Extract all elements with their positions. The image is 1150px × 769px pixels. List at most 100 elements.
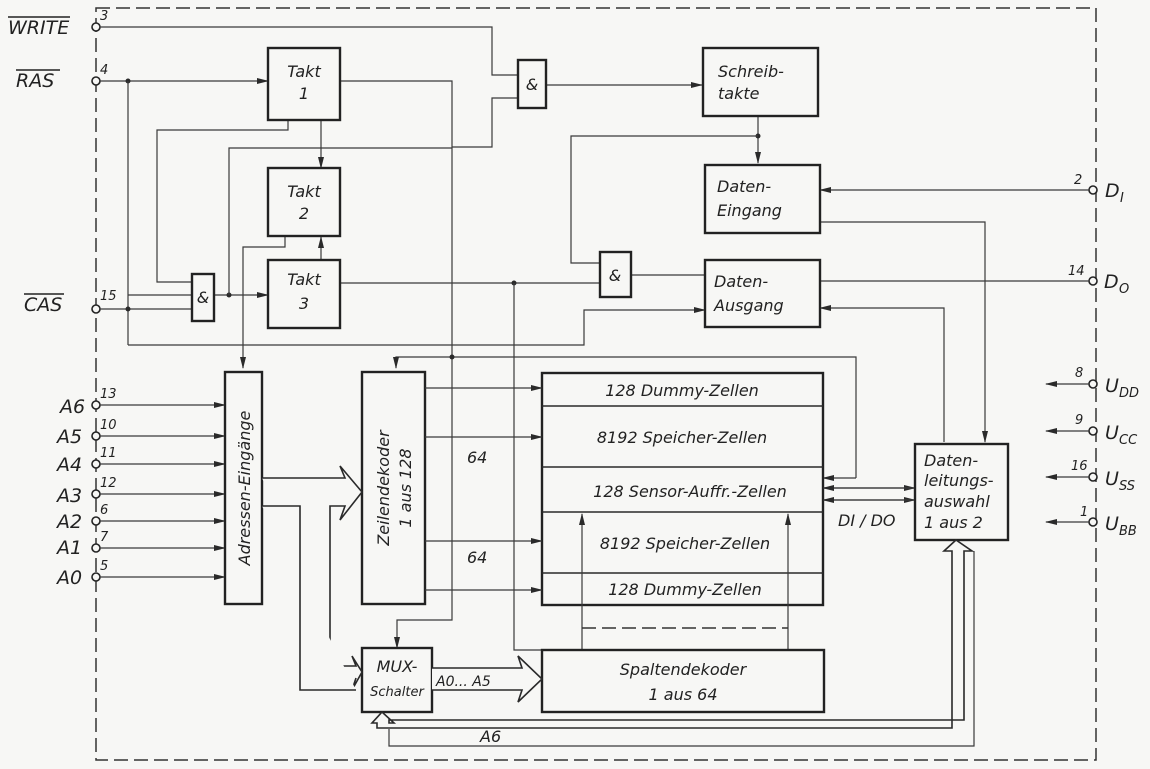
- pin-udd: 8 U DD: [1045, 366, 1139, 401]
- zeilendekoder-block: Zeilendekoder 1 aus 128: [360, 370, 427, 606]
- svg-text:A6: A6: [58, 396, 85, 418]
- svg-text:1: 1: [299, 84, 309, 103]
- svg-text:Schreib-: Schreib-: [718, 62, 784, 81]
- svg-text:Schalter: Schalter: [370, 685, 425, 700]
- svg-text:RAS: RAS: [16, 70, 54, 92]
- svg-text:16: 16: [1071, 459, 1088, 474]
- svg-text:7: 7: [100, 530, 109, 545]
- svg-text:CAS: CAS: [24, 294, 62, 316]
- daten-eingang-block: Daten- Eingang: [703, 163, 822, 235]
- svg-text:Spaltendekoder: Spaltendekoder: [620, 660, 748, 679]
- svg-text:15: 15: [100, 289, 117, 304]
- svg-text:MUX-: MUX-: [377, 657, 418, 676]
- svg-text:Takt: Takt: [287, 182, 321, 201]
- svg-text:U: U: [1105, 422, 1119, 444]
- schreibtakte-block: Schreib- takte: [701, 46, 820, 118]
- svg-text:CC: CC: [1119, 433, 1138, 448]
- pin-ras: RAS 4: [16, 63, 108, 92]
- svg-text:Takt: Takt: [287, 270, 321, 289]
- svg-text:3: 3: [299, 294, 309, 313]
- takt1-block: Takt 1: [266, 46, 342, 122]
- svg-text:8: 8: [1075, 366, 1083, 381]
- svg-text:D: D: [1105, 180, 1120, 202]
- svg-text:U: U: [1105, 513, 1119, 535]
- svg-text:Ausgang: Ausgang: [713, 296, 784, 315]
- memory-row-dummy-bottom: 128 Dummy-Zellen: [608, 580, 762, 599]
- pin-di: 2 D I: [1074, 173, 1124, 206]
- svg-text:A3: A3: [55, 485, 82, 507]
- svg-text:6: 6: [100, 503, 108, 518]
- svg-text:DD: DD: [1119, 386, 1139, 401]
- svg-text:SS: SS: [1119, 479, 1135, 494]
- a6-bus: A6: [370, 538, 975, 747]
- svg-text:DI / DO: DI / DO: [838, 511, 896, 530]
- pin-a0: A05: [55, 559, 108, 589]
- and-gate-cas: &: [190, 272, 216, 323]
- svg-text:A4: A4: [55, 454, 82, 476]
- svg-text:10: 10: [100, 418, 117, 433]
- svg-text:&: &: [609, 266, 621, 285]
- svg-text:13: 13: [100, 387, 117, 402]
- svg-text:Adressen-Eingänge: Adressen-Eingänge: [235, 410, 254, 566]
- svg-text:O: O: [1119, 282, 1129, 297]
- pin-ubb: 1 U BB: [1045, 505, 1137, 539]
- svg-text:1 aus 2: 1 aus 2: [924, 513, 983, 532]
- and-gate-output: &: [598, 250, 633, 299]
- svg-text:I: I: [1120, 191, 1124, 206]
- svg-text:9: 9: [1075, 413, 1083, 428]
- control-wires: [100, 26, 1089, 651]
- memory-array: 128 Dummy-Zellen 8192 Speicher-Zellen 12…: [540, 371, 825, 607]
- svg-text:64: 64: [467, 548, 487, 567]
- takt3-block: Takt 3: [266, 258, 342, 330]
- svg-text:takte: takte: [718, 84, 760, 103]
- svg-text:WRITE: WRITE: [8, 17, 69, 39]
- and-gate-write: &: [516, 58, 548, 110]
- svg-text:2: 2: [1074, 173, 1082, 188]
- svg-text:A0... A5: A0... A5: [435, 674, 491, 690]
- memory-row-dummy-top: 128 Dummy-Zellen: [605, 381, 759, 400]
- svg-text:A1: A1: [55, 537, 82, 559]
- svg-text:4: 4: [100, 63, 108, 78]
- address-bus: [262, 465, 364, 691]
- svg-text:3: 3: [100, 9, 108, 24]
- row-decoder-outputs: 64 64: [425, 385, 543, 593]
- svg-text:Zeilendekoder: Zeilendekoder: [374, 429, 393, 547]
- svg-text:auswahl: auswahl: [924, 492, 990, 511]
- svg-text:14: 14: [1068, 264, 1085, 279]
- svg-text:D: D: [1104, 271, 1119, 293]
- svg-text:1: 1: [1080, 505, 1088, 520]
- svg-text:A0: A0: [55, 567, 82, 589]
- pin-a1: A1 7: [55, 530, 109, 559]
- svg-text:BB: BB: [1119, 524, 1137, 539]
- svg-text:&: &: [526, 75, 538, 94]
- svg-text:A6: A6: [479, 727, 501, 746]
- spaltendekoder-block: Spaltendekoder 1 aus 64: [540, 648, 826, 714]
- svg-text:U: U: [1105, 468, 1119, 490]
- svg-text:&: &: [197, 288, 209, 307]
- pin-a2: A2 6: [55, 503, 108, 533]
- svg-text:Daten-: Daten-: [717, 177, 771, 196]
- daten-ausgang-block: Daten- Ausgang: [703, 258, 822, 329]
- svg-text:Takt: Takt: [287, 62, 321, 81]
- svg-text:leitungs-: leitungs-: [924, 471, 994, 490]
- data-io-lines: DI / DO: [822, 485, 916, 530]
- svg-text:Eingang: Eingang: [717, 201, 782, 220]
- svg-text:11: 11: [100, 446, 117, 461]
- svg-text:64: 64: [467, 448, 487, 467]
- svg-text:A2: A2: [55, 511, 82, 533]
- memory-row-storage-bottom: 8192 Speicher-Zellen: [600, 534, 770, 553]
- svg-text:Daten-: Daten-: [714, 272, 768, 291]
- svg-text:2: 2: [299, 204, 309, 223]
- pin-a4: A4 11: [55, 446, 117, 476]
- memory-row-storage-top: 8192 Speicher-Zellen: [597, 428, 767, 447]
- adressen-eingaenge-block: Adressen-Eingänge: [223, 370, 264, 606]
- datenleitungsauswahl-block: Daten- leitungs- auswahl 1 aus 2: [913, 442, 1010, 542]
- pin-uss: 16 U SS: [1045, 459, 1135, 494]
- column-lines: [579, 513, 791, 650]
- svg-text:Daten-: Daten-: [924, 451, 978, 470]
- takt2-block: Takt 2: [266, 166, 342, 238]
